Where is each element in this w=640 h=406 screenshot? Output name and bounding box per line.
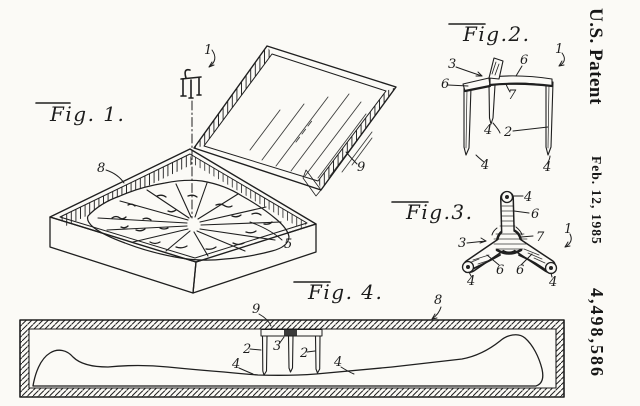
fig4-ref-2-left: 2 (242, 342, 251, 357)
fig2-label: Fig.2. (462, 22, 531, 46)
fig4-ref-4-right-leader (340, 366, 355, 375)
fig3-ref-6-top-leader (513, 210, 530, 214)
fig3-ref-3-arrow (466, 237, 487, 244)
fig3-ref-1-arrow (564, 233, 572, 248)
fig4-ref-3-leader (278, 336, 285, 345)
fig2-ref-4-left: 4 (480, 158, 489, 173)
fig4-ref-8-arrow (431, 306, 442, 320)
fig2-ref-4-left-leader (475, 154, 485, 163)
saver-leg-a (261, 335, 268, 376)
fig1-label: Fig. 1. (49, 102, 125, 126)
saver-right-leg (545, 80, 554, 156)
saver-section (260, 329, 323, 376)
fig3-ref-4-top: 4 (523, 190, 532, 205)
fig4-ref-2-left-leader (249, 348, 262, 351)
saver-middle-leg (488, 84, 496, 125)
figure-3-saver-top-view: 4 6 7 3 6 6 4 4 1 Fig.3. (391, 190, 572, 290)
fig3-ref-4-left: 4 (466, 274, 475, 289)
fig2-ref-7: 7 (508, 88, 517, 103)
fig4-ref-9-leader (258, 313, 272, 327)
fig3-ref-6-left-leader (486, 254, 500, 266)
patent-title: U.S. Patent (585, 8, 606, 105)
fig3-ref-1: 1 (564, 222, 572, 237)
fig3-ref-4-left-leader (468, 271, 472, 277)
fig2-ref-4-mid: 4 (483, 123, 492, 138)
fig2-ref-2-leader (512, 126, 549, 132)
fig3-ref-6-right-leader (520, 253, 533, 266)
box-back-left-inner-wall (60, 154, 193, 226)
fig3-ref-3: 3 (458, 236, 466, 251)
fig2-ref-4-mid-leader (492, 122, 501, 134)
fig4-ref-2-right-leader (306, 350, 316, 353)
fig4-ref-4-right: 4 (333, 355, 342, 370)
saver-left-leg (463, 85, 472, 156)
fig4-ref-3: 3 (273, 339, 281, 354)
fig1-ref-5-leader (249, 221, 283, 241)
fig2-ref-1-arrow (558, 52, 565, 67)
box-back-right-inner-wall (192, 155, 307, 230)
fig2-ref-3: 3 (448, 57, 456, 72)
box-rim-inner (59, 153, 308, 259)
box-wall-hatch (20, 320, 564, 397)
pizza-slice-lines (97, 182, 282, 257)
fig4-ref-9: 9 (252, 302, 260, 317)
fig1-ref-8: 8 (97, 161, 105, 176)
saver-platform-center (284, 330, 297, 336)
saver-leg-c (314, 335, 321, 374)
fig1-ref-9-leader (345, 151, 358, 165)
fig4-ref-4-left: 4 (231, 357, 240, 372)
fig3-ref-6-top: 6 (531, 207, 539, 222)
fig2-ref-6-top: 6 (520, 53, 528, 68)
figure-2-saver-side-view: 3 6 6 7 4 2 4 4 1 Fig.2. (441, 22, 565, 175)
fig2-ref-6-left: 6 (441, 77, 449, 92)
lid-right-wall-hatch (318, 87, 396, 190)
figure-4-cross-section: 9 2 3 2 4 4 8 Fig. 4. (19, 280, 565, 398)
figure-1-open-box: 1 8 9 5 Fig. 1. (35, 43, 397, 294)
pizza-section (32, 334, 544, 387)
fig2-ref-3-arrow (455, 66, 483, 77)
patent-date: Feb. 12, 1985 (589, 156, 604, 245)
lid-hinge-right-hatch (302, 169, 322, 197)
fig3-ref-4-right: 4 (548, 275, 557, 290)
fig3-label: Fig.3. (405, 200, 474, 224)
pizza-saver-mini-icon (180, 68, 202, 99)
patent-number: 4,498,586 (587, 288, 607, 378)
saver-arm-underedge (463, 82, 554, 93)
fig4-label: Fig. 4. (307, 280, 383, 304)
fig4-ref-4-left-leader (238, 367, 254, 375)
fig4-ref-8: 8 (434, 293, 442, 308)
fig2-ref-6-left-leader (447, 84, 469, 87)
box-rim-outer (49, 148, 317, 263)
saver-fillets (491, 226, 523, 236)
fig2-ref-7-leader (505, 83, 511, 93)
fig2-ref-4-right-leader (546, 155, 551, 165)
box-outer-outline (19, 319, 565, 398)
patent-header: U.S. Patent Feb. 12, 1985 4,498,586 (585, 8, 607, 378)
fig3-ref-4-right-leader (550, 272, 553, 278)
fig1-ref-9: 9 (357, 160, 365, 175)
fig2-ref-1: 1 (555, 42, 563, 57)
fig3-ref-6-right: 6 (516, 263, 524, 278)
fig1-ref-8-leader (105, 169, 125, 184)
fig3-ref-7: 7 (536, 230, 545, 245)
fig2-ref-4-right: 4 (542, 160, 551, 175)
fig1-ref-1: 1 (204, 43, 212, 58)
fig3-ref-6-left: 6 (496, 263, 504, 278)
fig1-ref-1-arrow (208, 49, 216, 68)
saver-center-shadow (495, 248, 523, 255)
fig4-ref-2-right: 2 (299, 346, 308, 361)
saver-top-hatching (468, 205, 546, 265)
fig2-ref-6-top-leader (515, 65, 523, 77)
lid-left-wall-hatch (194, 46, 272, 148)
fig3-ref-7-leader (520, 235, 534, 238)
fig1-ref-5: 5 (284, 237, 292, 252)
box-lid (193, 45, 397, 197)
fig2-ref-2: 2 (503, 125, 512, 140)
saver-leg-b (287, 335, 294, 373)
lid-shading-lines (249, 93, 373, 179)
